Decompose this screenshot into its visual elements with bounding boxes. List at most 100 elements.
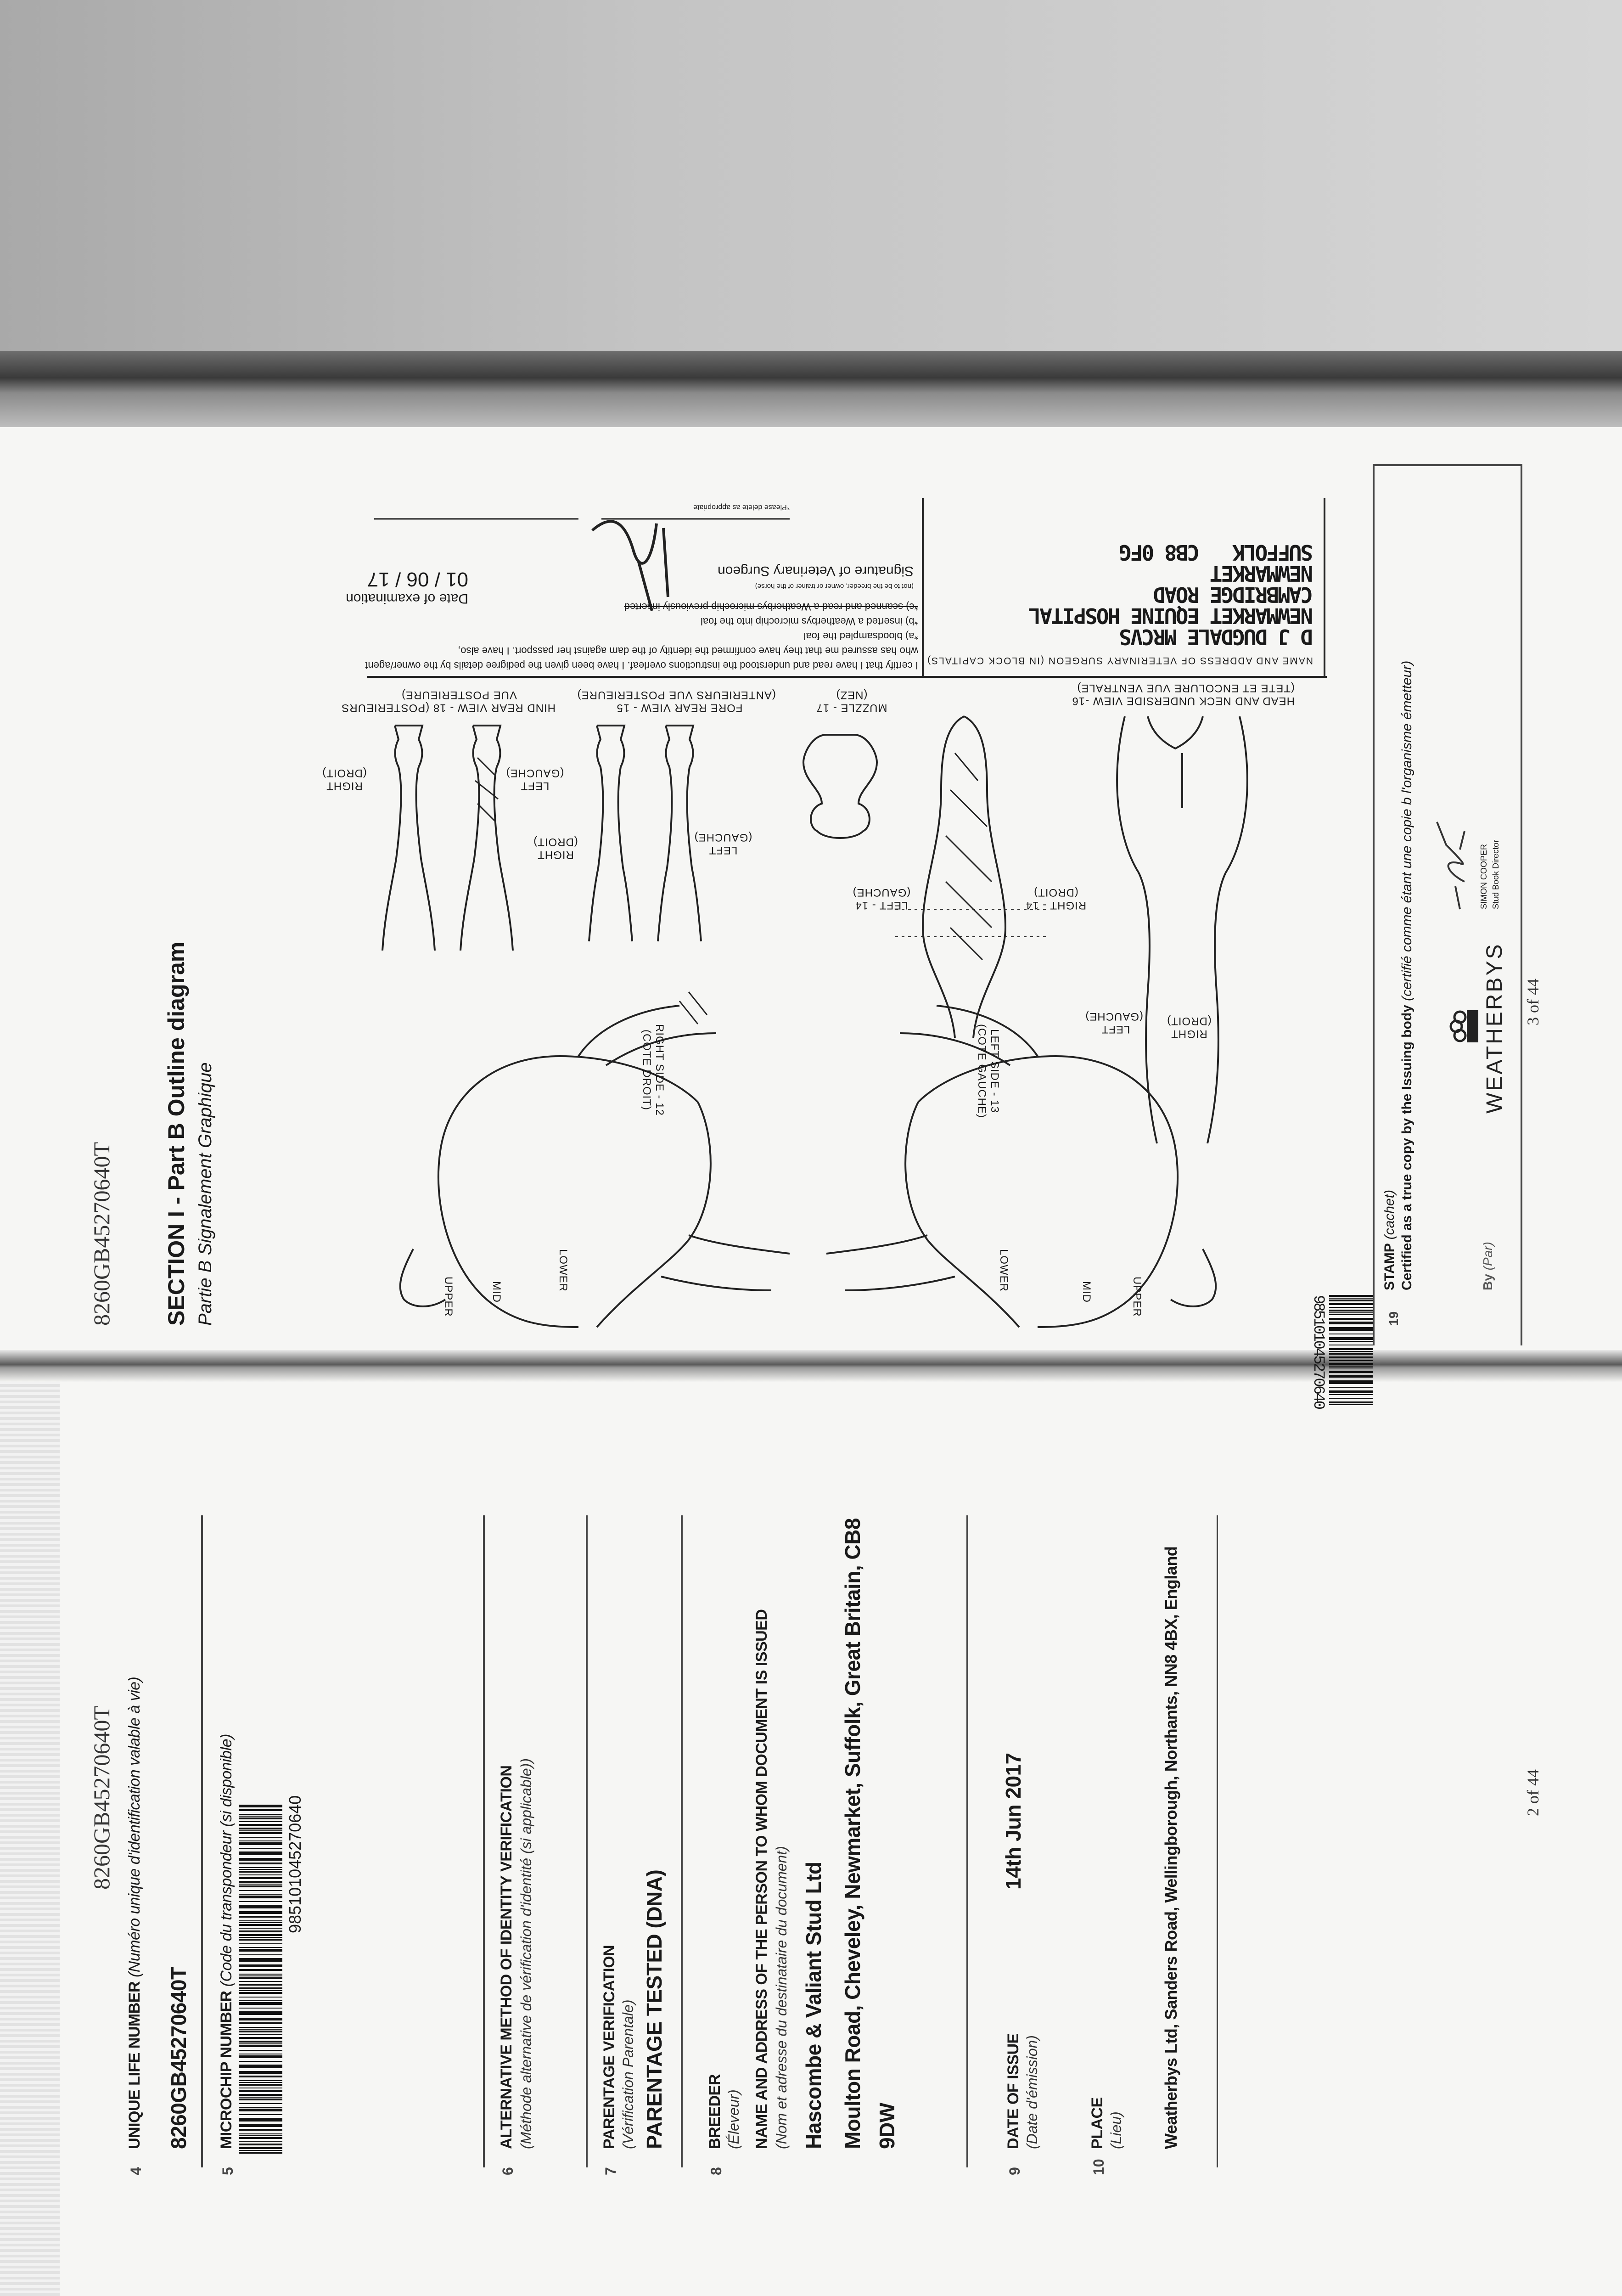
lower-label: LOWER: [998, 1249, 1010, 1292]
barcode-bar: [239, 2129, 282, 2131]
barcode-bar: [239, 1916, 282, 1918]
barcode-bar: [239, 1840, 282, 1841]
label-line: (GAUCHE): [1085, 1010, 1143, 1023]
barcode-bar: [239, 1885, 282, 1887]
barcode-bar: [1329, 1387, 1373, 1388]
upper-label: UPPER: [1131, 1277, 1143, 1317]
fore-right-leg: [588, 725, 633, 942]
label-line: (TETE ET ENCOLURE VUE VENTRALE): [1077, 682, 1295, 695]
barcode-bar: [1329, 1303, 1373, 1305]
barcode-bar: [239, 2147, 282, 2149]
muzzle-label: MUZZLE - 17(NEZ): [808, 689, 895, 715]
director-signature: [1436, 822, 1465, 910]
barcode-bar: [239, 2114, 282, 2115]
label-line: RIGHT: [326, 780, 363, 793]
label-line: HIND REAR VIEW - 18 (POSTERIEURS: [341, 702, 556, 715]
barcode-bar: [239, 2080, 282, 2081]
barcode-bar: [239, 2137, 282, 2139]
vet-name-line: SUFFOLK CB8 0FG: [1120, 540, 1313, 565]
fore-left-label: LEFT(GAUCHE): [693, 831, 753, 857]
barcode-bar: [239, 1874, 282, 1875]
hind-left-label: LEFT(GAUCHE): [505, 767, 565, 793]
barcode-bar: [239, 2094, 282, 2096]
barcode-bar: [239, 2141, 282, 2142]
barcode-bar: [239, 1937, 282, 1938]
vet-name-label: NAME AND ADDRESS OF VETERINARY SURGEON (…: [926, 655, 1313, 666]
mid-label: MID: [490, 1281, 503, 1303]
barcode-bar: [239, 2041, 282, 2043]
barcode-bar: [1329, 1322, 1373, 1324]
weatherbys-crest-icon: [1449, 1010, 1478, 1042]
fore-rear-view-label: FORE REAR VIEW - 15(ANTERIEURS VUE POSTE…: [577, 689, 776, 715]
barcode-bar: [1329, 1337, 1373, 1340]
right-side-horse: [399, 1005, 790, 1328]
barcode-bar: [239, 1828, 282, 1829]
label-line: RIGHT - 14: [1025, 899, 1087, 912]
barcode-bar: [1329, 1300, 1373, 1301]
label-line: LEFT: [520, 780, 550, 793]
barcode-bar: [1329, 1363, 1373, 1365]
foal-barcode: [1329, 1295, 1373, 1405]
label-line: HEAD AND NECK UNDERSIDE VIEW -16: [1072, 695, 1295, 708]
barcode-bar: [239, 1842, 282, 1845]
left-side-horse: [826, 1005, 1217, 1328]
barcode-bar: [239, 1884, 282, 1885]
barcode-bar: [239, 1975, 282, 1976]
label-line: LEFT: [708, 844, 738, 857]
barcode-bar: [239, 2037, 282, 2039]
barcode-bar: [239, 1816, 282, 1817]
vet-name-line: D J DUGDALE MRCVS: [1120, 625, 1313, 649]
barcode-bar: [239, 1851, 282, 1855]
barcode-bar: [239, 2000, 282, 2001]
barcode-bar: [239, 2099, 282, 2100]
barcode-bar: [239, 1964, 282, 1967]
barcode-bar: [239, 2029, 282, 2030]
barcode-bar: [1329, 1353, 1373, 1355]
barcode-bar: [239, 1974, 282, 1975]
vet-certification: I certify that I have read and understoo…: [365, 595, 918, 673]
label-line: LEFT SIDE - 13: [988, 1029, 1001, 1113]
label-line: LEFT - 14: [855, 899, 908, 912]
label-line: (DROIT): [1033, 886, 1078, 899]
barcode-bar: [1329, 1390, 1373, 1393]
cert-line: *c) scanned and read a Weatherbys microc…: [624, 601, 918, 613]
barcode-bar: [1329, 1401, 1373, 1403]
barcode-bar: [239, 2022, 282, 2024]
barcode-bar: [239, 1848, 282, 1849]
lower-label: LOWER: [557, 1249, 569, 1292]
barcode-bar: [239, 2018, 282, 2020]
barcode-bar: [1329, 1341, 1373, 1342]
barcode-bar: [239, 2097, 282, 2098]
barcode-bar: [239, 2045, 282, 2047]
signature-label-block: (not to be the breeder, owner or trainer…: [675, 551, 914, 590]
barcode-bar: [1329, 1366, 1373, 1367]
cert-line: *b) inserted a Weatherbys microchip into…: [700, 616, 918, 628]
barcode-bar: [239, 1958, 282, 1962]
examination-date-value: 01 / 06 / 17: [367, 568, 468, 591]
barcode-bar: [1329, 1318, 1373, 1320]
barcode-bar: [239, 1869, 282, 1870]
barcode-bar: [239, 1947, 282, 1948]
head-top-outline: [921, 715, 1007, 1038]
barcode-bar: [239, 2065, 282, 2068]
barcode-bar: [239, 1881, 282, 1883]
label-line: (COTE DROIT): [640, 1029, 653, 1110]
barcode-bar: [239, 1984, 282, 1986]
barcode-bar: [239, 1981, 282, 1982]
barcode-bar: [1329, 1367, 1373, 1368]
barcode-bar: [239, 1858, 282, 1861]
barcode-bar: [239, 1867, 282, 1868]
label-line: MUZZLE - 17: [816, 702, 887, 715]
barcode-bar: [239, 1930, 282, 1932]
vet-name-line: NEWMARKET EQUINE HOSPITAL: [1029, 603, 1313, 628]
barcode-bar: [239, 1911, 282, 1914]
label-line: (DROIT): [322, 767, 367, 780]
barcode-bar: [1329, 1310, 1373, 1311]
fore-left-leg: [657, 725, 702, 942]
barcode-bar: [239, 2031, 282, 2032]
barcode-bar: [1329, 1312, 1373, 1313]
label-line: (ANTERIEURS VUE POSTERIEURE): [577, 689, 776, 702]
label-line: (GAUCHE): [694, 831, 752, 844]
